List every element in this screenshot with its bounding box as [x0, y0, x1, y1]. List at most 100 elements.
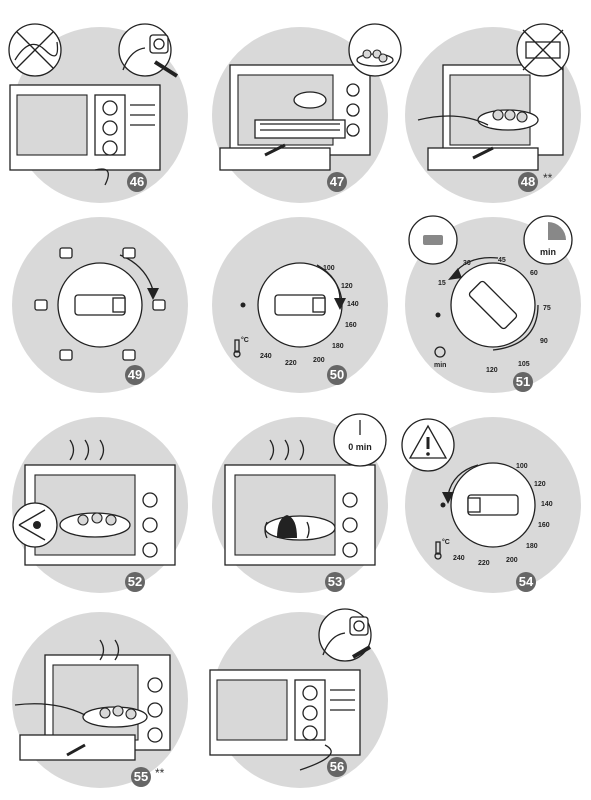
step-number: 51 — [516, 374, 530, 389]
temperature-dial — [450, 462, 536, 548]
step-54-illustration: 100 120 140 160 180 200 220 240 °C 54 — [401, 417, 581, 593]
knob — [102, 120, 118, 136]
step-56-panel: 56 — [205, 605, 395, 795]
tick-label: 200 — [313, 357, 325, 364]
oven-cavity — [52, 664, 139, 741]
oven-door-open — [219, 147, 331, 171]
no-cable-icon — [8, 23, 62, 77]
step-number: 50 — [330, 367, 344, 382]
temperature-icon: °C — [233, 336, 249, 358]
step-47-panel: 47 — [205, 20, 402, 210]
step-52-illustration: 52 — [12, 417, 188, 593]
step-badge — [131, 767, 151, 787]
step-number: 52 — [128, 574, 142, 589]
step-number: 53 — [328, 574, 342, 589]
oven-door — [234, 474, 336, 556]
food-in-dish-icon — [348, 23, 402, 77]
tick-label: 120 — [486, 367, 498, 374]
timer-readout: 0 min — [348, 442, 372, 452]
step-badge — [513, 372, 533, 392]
step-badge — [516, 572, 536, 592]
step-55-illustration: 55 ** — [12, 612, 188, 788]
step-number: 48 — [521, 174, 535, 189]
timer-badge-icon: min — [523, 215, 573, 265]
footnote-stars: ** — [543, 171, 553, 185]
tick-label: 220 — [478, 560, 490, 567]
tick-label: 140 — [347, 301, 359, 308]
tick-label: 60 — [530, 270, 538, 277]
temperature-icon: °C — [434, 538, 450, 560]
step-number: 46 — [130, 174, 144, 189]
svg-text:°C: °C — [442, 538, 450, 546]
tick-label: 180 — [526, 543, 538, 550]
no-grid-icon — [516, 23, 570, 77]
step-number: 47 — [330, 174, 344, 189]
step-49-panel: 49 — [5, 210, 195, 400]
step-51-panel: 15 30 45 60 75 90 105 120 min min 51 — [398, 210, 588, 400]
tick-label: 160 — [345, 322, 357, 329]
step-51-illustration: 15 30 45 60 75 90 105 120 min min 51 — [405, 215, 581, 393]
tick-label: 100 — [516, 463, 528, 470]
tick-label: 120 — [534, 481, 546, 488]
step-badge — [327, 172, 347, 192]
step-badge — [327, 365, 347, 385]
indicator-light-icon — [408, 215, 458, 265]
step-53-illustration: 0 min 53 — [212, 413, 388, 593]
tick-label: 30 — [463, 260, 471, 267]
eye-icon — [12, 502, 58, 548]
tick-label: 160 — [538, 522, 550, 529]
step-badge — [518, 172, 538, 192]
tick-label: 240 — [260, 353, 272, 360]
svg-text:min: min — [434, 362, 446, 369]
tick-label: 45 — [498, 257, 506, 264]
step-badge — [327, 757, 347, 777]
tick-label: 90 — [540, 338, 548, 345]
oven-door-open — [19, 734, 136, 761]
oven-door-open — [427, 147, 539, 171]
warning-icon — [401, 418, 455, 472]
tick-label: 220 — [285, 360, 297, 367]
step-48-panel: 48 ** — [398, 20, 588, 210]
step-54-panel: 100 120 140 160 180 200 220 240 °C 54 — [398, 410, 588, 600]
step-badge — [125, 572, 145, 592]
plug-socket-icon — [118, 23, 179, 78]
wire-rack — [254, 119, 346, 139]
step-49-illustration: 49 — [12, 217, 188, 393]
tick-label: 140 — [541, 501, 553, 508]
step-50-panel: 100 120 140 160 180 200 220 240 °C 50 — [205, 210, 395, 400]
cable — [299, 744, 332, 771]
step-50-illustration: 100 120 140 160 180 200 220 240 °C 50 — [212, 217, 388, 393]
tick-label: 100 — [323, 265, 335, 272]
svg-text:min: min — [540, 247, 556, 257]
step-46-illustration: 46 — [8, 23, 188, 203]
tick-label: 240 — [453, 555, 465, 562]
step-badge — [127, 172, 147, 192]
footnote-stars: ** — [155, 766, 165, 780]
step-number: 49 — [128, 367, 142, 382]
svg-text:°C: °C — [241, 336, 249, 344]
timer-dial — [450, 262, 536, 348]
tick-label: 200 — [506, 557, 518, 564]
knob — [102, 100, 118, 116]
temperature-dial — [257, 262, 343, 348]
knob — [102, 140, 118, 156]
step-number: 55 — [134, 769, 148, 784]
step-52-panel: 52 — [5, 410, 195, 600]
bell-icon — [264, 515, 310, 539]
step-56-illustration: 56 — [209, 608, 388, 788]
timer-icon: min — [434, 346, 446, 369]
function-selector-icon — [57, 262, 143, 348]
step-46-panel: 46 — [5, 20, 195, 210]
step-55-panel: 55 ** — [5, 605, 195, 795]
cable — [94, 168, 109, 186]
step-number: 54 — [519, 574, 534, 589]
step-48-illustration: 48 ** — [405, 23, 581, 203]
tick-label: 120 — [341, 283, 353, 290]
step-47-illustration: 47 — [212, 23, 402, 203]
oven-door — [216, 679, 288, 741]
unplug-icon — [318, 608, 372, 662]
oven-door — [16, 94, 88, 156]
step-53-panel: 0 min 53 — [205, 410, 395, 600]
step-number: 56 — [330, 759, 344, 774]
step-badge — [325, 572, 345, 592]
